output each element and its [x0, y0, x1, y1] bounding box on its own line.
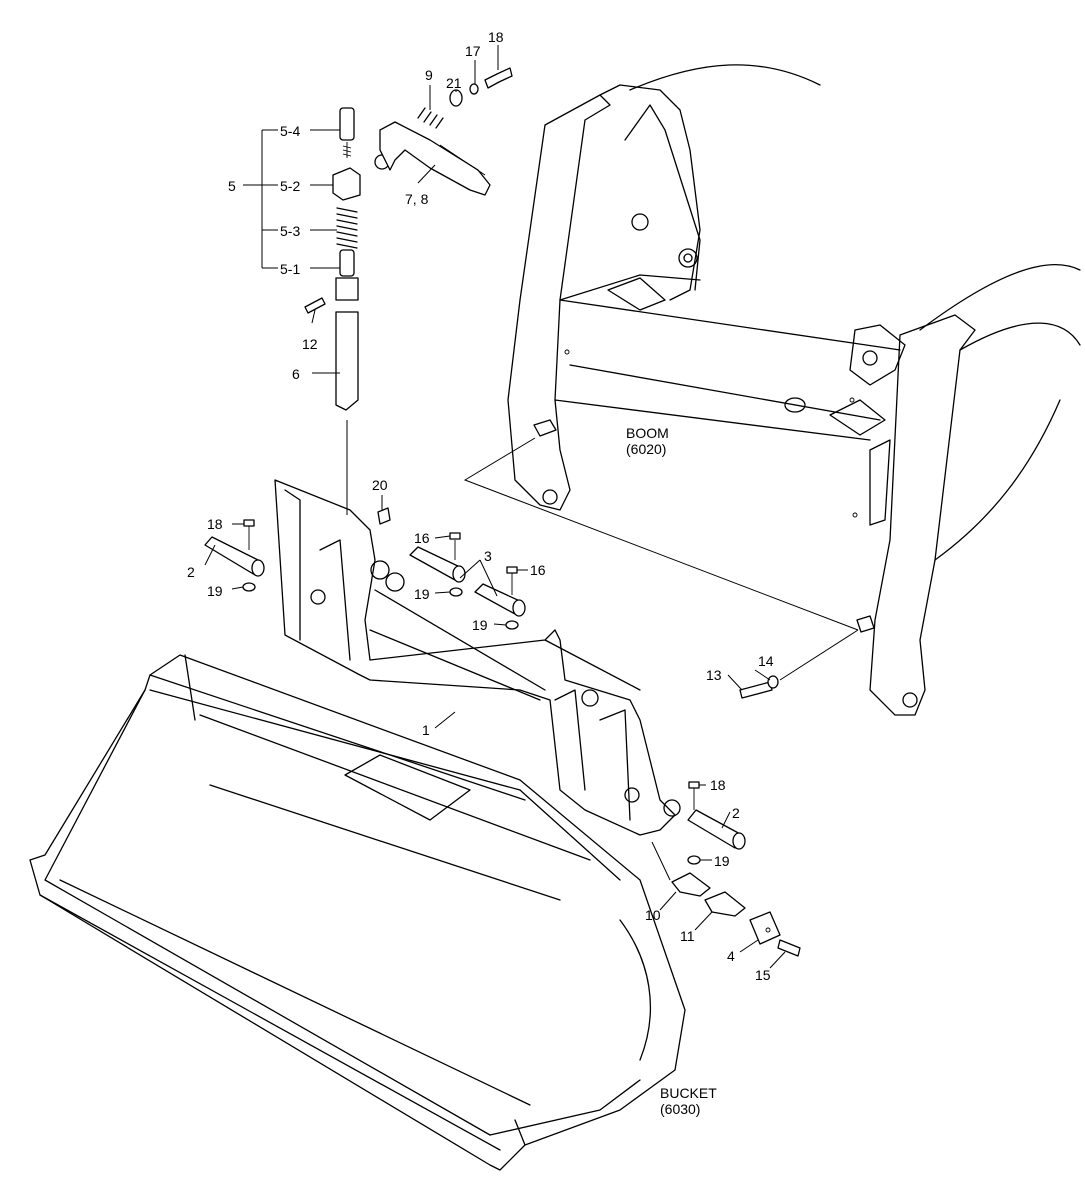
callout-19-a: 19	[207, 583, 223, 599]
callout-11: 11	[680, 928, 695, 944]
bucket-ref: (6030)	[660, 1101, 700, 1117]
callout-18: 18	[488, 29, 504, 45]
callout-2-right: 2	[732, 805, 740, 821]
callout-17: 17	[465, 43, 481, 59]
callout-5-2: 5-2	[280, 178, 300, 194]
callout-18-right: 18	[710, 777, 726, 793]
callout-12: 12	[302, 336, 318, 352]
leader-lines	[204, 45, 786, 969]
callout-19-b: 19	[414, 586, 430, 602]
bucket-label: BUCKET	[660, 1085, 717, 1101]
coupler-frame	[274, 479, 681, 836]
callout-15: 15	[755, 967, 771, 983]
boom-ref: (6020)	[626, 441, 666, 457]
callout-14: 14	[758, 653, 774, 669]
callout-labels: 18 21 17 9 5-4 5 5-2 7, 8 5-3 5-1 12 6 2…	[187, 29, 774, 1117]
callout-21: 21	[446, 75, 462, 91]
callout-9: 9	[425, 67, 433, 83]
callout-5-1: 5-1	[280, 261, 300, 277]
callout-19-d: 19	[714, 853, 730, 869]
callout-3: 3	[484, 548, 492, 564]
bucket	[29, 654, 686, 1171]
callout-18-left: 18	[207, 516, 223, 532]
callout-10: 10	[645, 907, 661, 923]
callout-1: 1	[422, 722, 430, 738]
callout-16-a: 16	[414, 530, 430, 546]
boom-frame	[507, 64, 1081, 716]
callout-2-left: 2	[187, 564, 195, 580]
callout-5-4: 5-4	[280, 123, 300, 139]
pins-and-hardware	[204, 507, 801, 957]
boom-connection-lines	[463, 437, 859, 681]
callout-7-8: 7, 8	[405, 191, 429, 207]
callout-6: 6	[292, 366, 300, 382]
callout-20: 20	[372, 477, 388, 493]
callout-16-b: 16	[530, 562, 546, 578]
callout-4: 4	[727, 948, 735, 964]
callout-13: 13	[706, 667, 722, 683]
callout-5-3: 5-3	[280, 223, 300, 239]
callout-19-c: 19	[472, 617, 488, 633]
lock-handle-assembly	[304, 67, 513, 515]
callout-5: 5	[228, 178, 236, 194]
boom-label: BOOM	[626, 425, 669, 441]
